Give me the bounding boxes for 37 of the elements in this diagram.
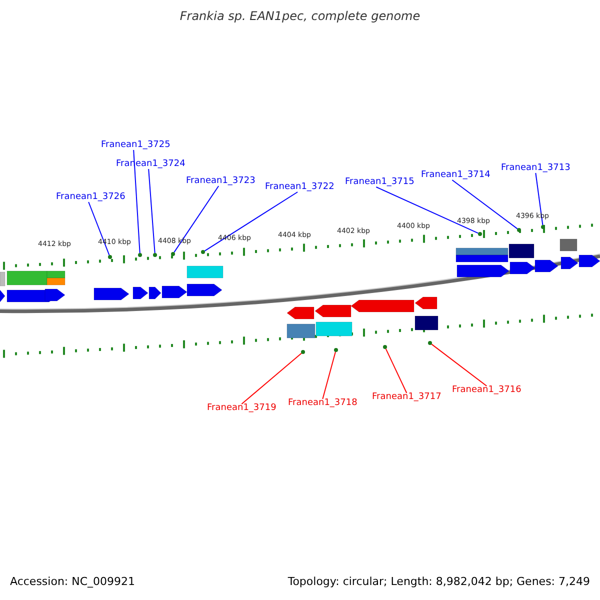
position-marker xyxy=(478,232,482,236)
position-marker xyxy=(334,348,338,352)
position-marker xyxy=(517,228,521,232)
leader-line xyxy=(174,186,220,253)
position-marker xyxy=(138,253,142,257)
gene-label: Franean1_3725 xyxy=(101,141,170,150)
gene-label: Franean1_3713 xyxy=(501,164,570,173)
leader-line xyxy=(88,202,110,256)
position-marker xyxy=(383,345,387,349)
gene-label: Franean1_3717 xyxy=(372,393,442,402)
accession-text: Accession: NC_009921 xyxy=(10,576,136,587)
leader-line xyxy=(322,351,336,400)
gene-label: Franean1_3722 xyxy=(265,183,334,192)
leader-line xyxy=(204,192,298,252)
gene-label: Franean1_3715 xyxy=(345,178,414,187)
leader-line xyxy=(148,168,156,254)
leader-line xyxy=(452,180,518,230)
leader-line xyxy=(376,186,479,234)
position-marker xyxy=(153,253,157,257)
gene-label: Franean1_3716 xyxy=(452,386,522,395)
gene-label: Franean1_3718 xyxy=(288,399,358,408)
gene-label: Franean1_3719 xyxy=(207,404,276,413)
leader-line xyxy=(431,344,488,386)
position-marker xyxy=(301,350,305,354)
gene-label: Franean1_3723 xyxy=(186,177,256,186)
position-marker xyxy=(171,252,175,256)
position-marker xyxy=(108,255,112,259)
leader-line xyxy=(241,352,302,404)
position-marker xyxy=(201,250,205,254)
position-marker xyxy=(541,225,545,229)
leader-line xyxy=(133,150,140,254)
leader-line xyxy=(385,348,408,394)
position-marker xyxy=(428,341,432,345)
title: Frankia sp. EAN1pec, complete genome xyxy=(180,10,420,22)
gene-label: Franean1_3714 xyxy=(421,171,490,180)
genome-summary: Topology: circular; Length: 8,982,042 bp; Genes: 7,249 xyxy=(288,576,590,587)
gene-label: Franean1_3726 xyxy=(56,193,126,202)
